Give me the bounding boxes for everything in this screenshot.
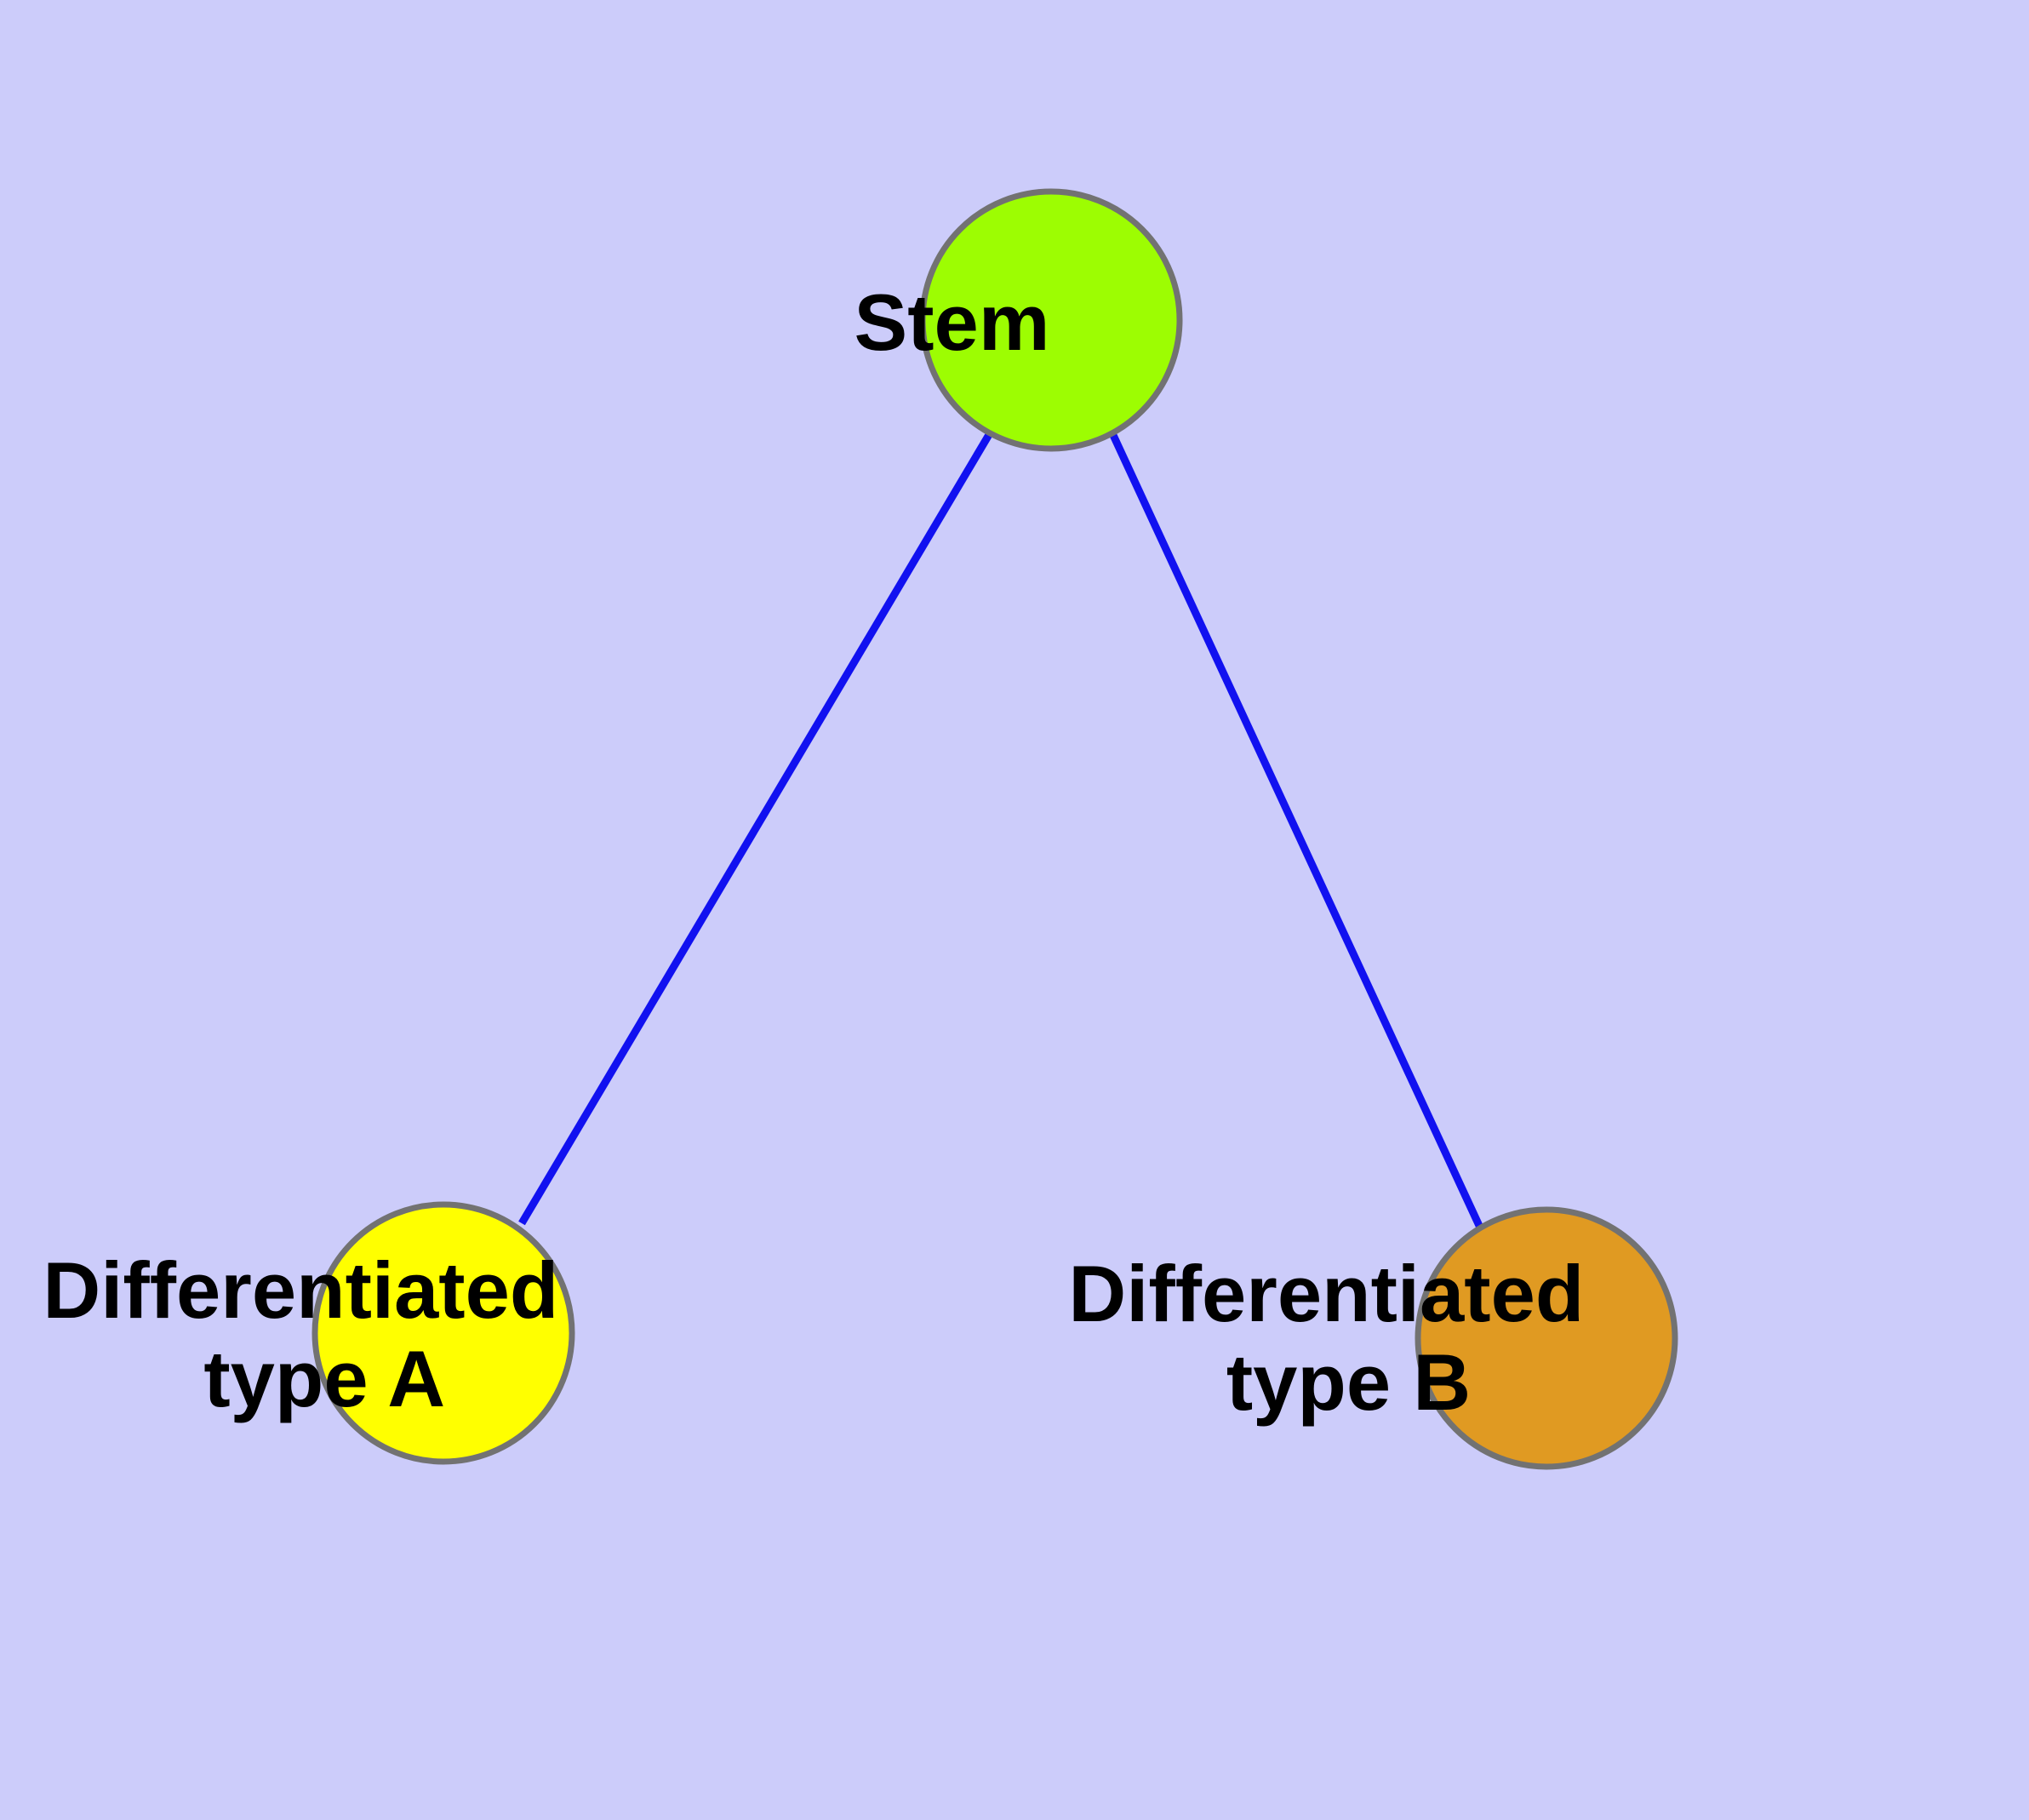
edge-stem-to-differentiated-type-b[interactable] <box>1108 432 1484 1229</box>
node-stem-label: Stem <box>0 0 1249 367</box>
edge-stem-to-differentiated-type-a[interactable] <box>518 431 993 1226</box>
edge-layer <box>518 431 1484 1229</box>
node-differentiated-type-b[interactable]: Differentiated type B <box>0 0 1829 1470</box>
node-differentiated-type-b-circle[interactable] <box>1415 1206 1678 1470</box>
node-differentiated-type-b-label: Differentiated type B <box>1068 1249 1584 1427</box>
node-differentiated-type-a[interactable]: Differentiated type A <box>0 0 803 1465</box>
node-differentiated-type-a-circle[interactable] <box>311 1201 575 1465</box>
node-differentiated-type-a-label: Differentiated type A <box>0 0 803 1423</box>
node-stem[interactable]: Stem <box>0 0 1249 452</box>
node-stem-circle[interactable] <box>919 188 1183 452</box>
node-layer: Stem Differentiated type A Differentiate… <box>0 0 1829 1470</box>
